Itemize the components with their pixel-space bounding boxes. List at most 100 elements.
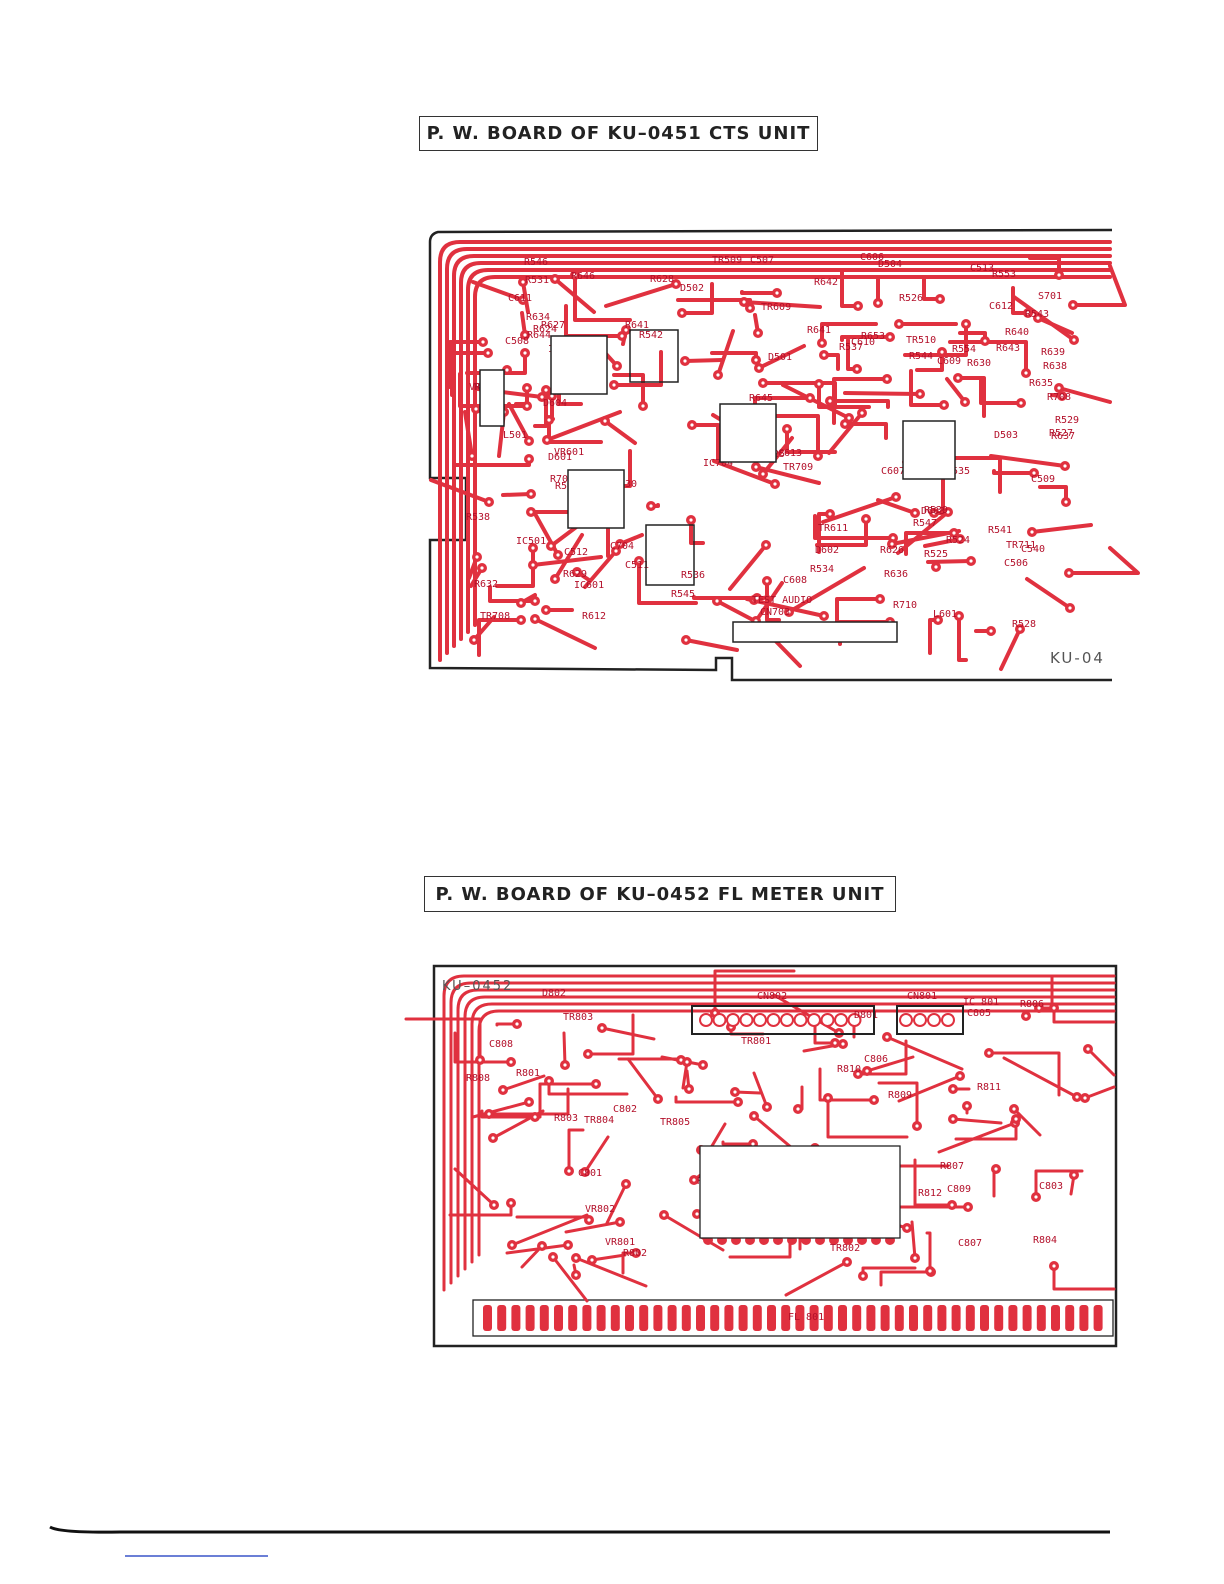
drill-hole [574,1256,578,1260]
copper-trace [752,1071,769,1109]
copper-trace [754,581,784,623]
connector-pin [726,1013,740,1027]
drill-hole [765,579,769,583]
drill-hole [1083,1096,1087,1100]
drill-hole [966,1205,970,1209]
copper-trace [765,579,781,622]
fl-display-pin [1036,1305,1046,1331]
connector-pin [699,1013,713,1027]
copper-trace [999,627,1022,671]
component-label: R809 [888,1090,912,1101]
drill-hole [897,322,901,326]
copper-trace [553,277,596,314]
drill-hole [540,395,544,399]
copper-trace [817,382,871,409]
drill-hole [600,1026,604,1030]
fl-display-pin [894,1305,904,1331]
connector-pin [793,1013,808,1027]
copper-trace [612,350,663,387]
component-label: D501 [768,352,792,363]
component-label: R541 [988,525,1012,536]
drill-hole [864,517,868,521]
copper-trace [574,1256,648,1288]
copper-trace [840,269,860,308]
drill-hole [733,1090,737,1094]
copper-trace [879,1270,933,1287]
fl-display-pin [795,1305,805,1331]
copper-trace [603,419,637,445]
connector-pin [899,1013,913,1027]
fl-display-pin [823,1305,833,1331]
fl-display-pin [596,1305,606,1331]
copper-trace [637,559,698,605]
fl-display-pin [880,1305,890,1331]
copper-trace [956,376,986,418]
fl-display-pin [483,1305,492,1331]
drill-hole [905,1226,909,1230]
component-label: R639 [1041,347,1065,358]
bus-trace [442,974,1116,1292]
drill-hole [1036,316,1040,320]
copper-trace [429,478,491,504]
drill-hole [796,1107,800,1111]
copper-trace [626,1057,660,1101]
drill-hole [527,1100,531,1104]
drill-hole [505,368,509,372]
fl-display-pin [667,1305,677,1331]
drill-hole [756,331,760,335]
copper-trace [926,559,973,564]
drill-hole [888,335,892,339]
drill-hole [860,411,864,415]
fl-display-pin [554,1305,563,1331]
drill-hole [680,311,684,315]
copper-trace [987,1051,1061,1097]
component-label: C511 [625,560,649,571]
copper-trace [586,1013,635,1056]
drill-hole [583,1170,587,1174]
copper-trace [1012,1107,1042,1137]
component-label: TR709 [783,462,813,473]
copper-trace [896,510,950,555]
drill-hole [641,404,645,408]
copper-trace [590,1253,627,1262]
component-label: VR802 [585,1204,615,1215]
drill-hole [885,377,889,381]
component-label: C506 [1004,558,1028,569]
copper-trace [827,411,864,455]
drill-hole [683,359,687,363]
component-label: R640 [1005,327,1029,338]
copper-trace [533,388,548,428]
cn802-body [691,1005,875,1035]
component-label: R537 [839,342,863,353]
fl-display-pin [511,1305,521,1331]
drill-hole [674,282,678,286]
component-label: TR509 [712,255,742,266]
drill-hole [958,537,962,541]
connector-pin [766,1013,781,1027]
component-label: R812 [918,1188,942,1199]
component-label: R630 [967,358,991,369]
drill-hole [553,577,557,581]
drill-hole [928,1269,932,1273]
drill-hole [940,350,944,354]
copper-trace [692,595,759,600]
drill-hole [894,495,898,499]
component-label: R546 [524,257,548,268]
drill-hole [989,629,993,633]
component-label: R527 [1049,428,1073,439]
copper-trace [551,1255,589,1303]
component-label: R637 [1051,431,1075,442]
copper-trace [684,638,739,652]
copper-trace [567,1128,585,1173]
copper-trace [821,495,898,524]
drill-hole [551,1255,555,1259]
connector-pin [753,1013,767,1027]
component-label: R538 [466,512,490,523]
fl-display-pin [781,1305,791,1331]
component-label: TR805 [660,1117,690,1128]
drill-hole [952,531,956,535]
connector-pin [820,1013,835,1027]
fl-display-pin [838,1305,847,1331]
component-label: C610 [851,337,875,348]
connector-pin [834,1013,848,1027]
